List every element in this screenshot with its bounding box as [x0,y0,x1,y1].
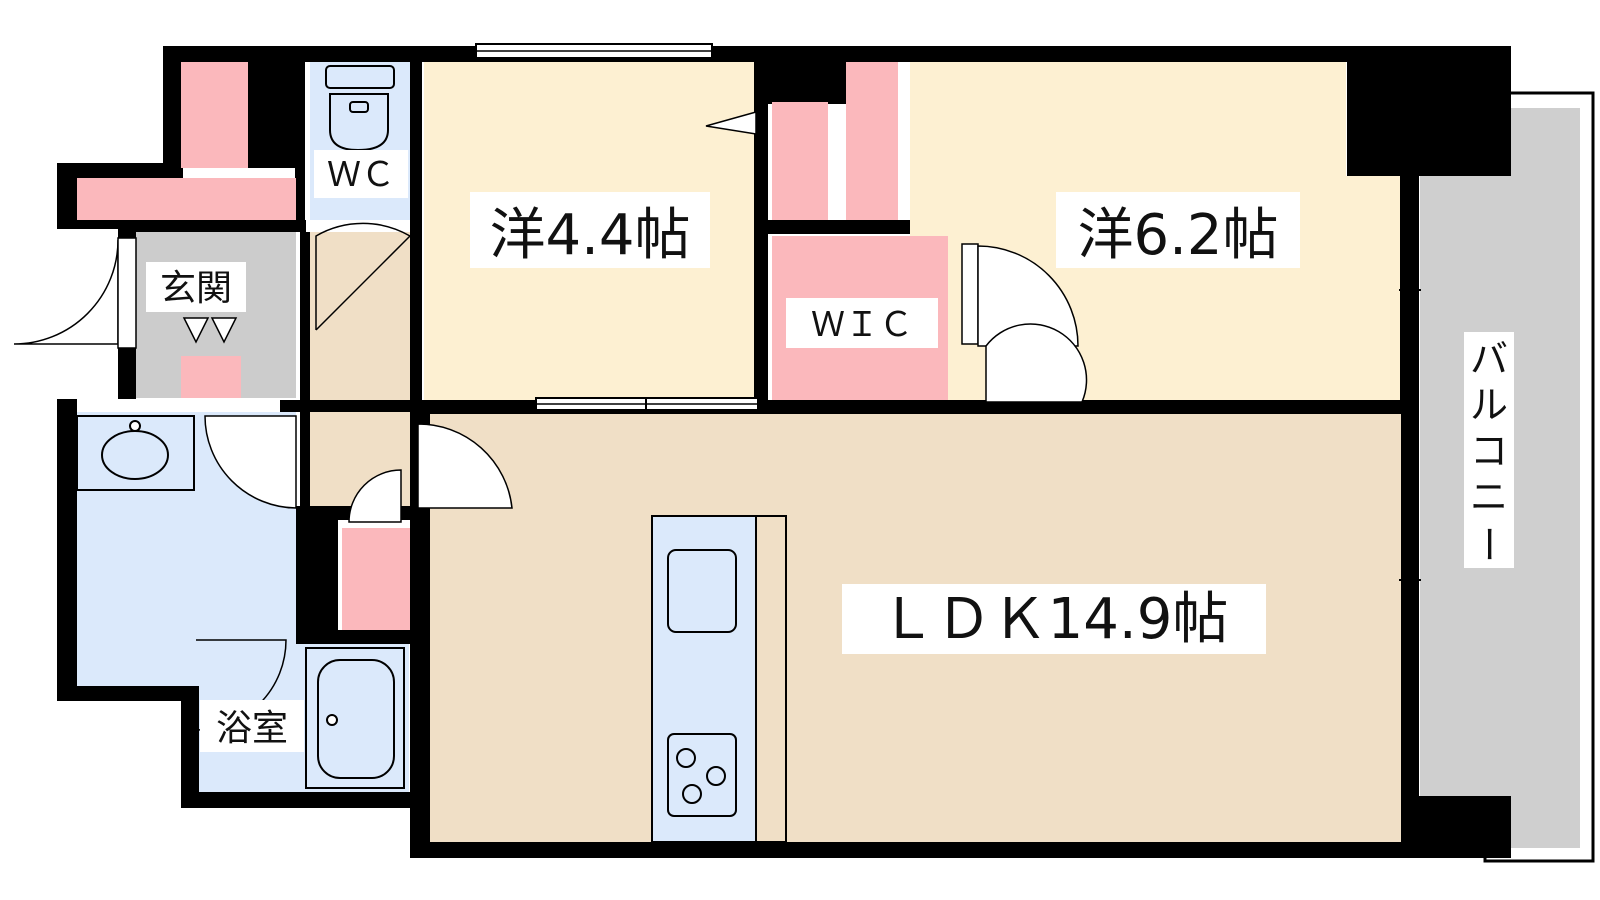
room-label-western-6-2: 洋6.2帖 [1077,203,1278,268]
shoe-cabinet-icon [182,317,238,344]
balcony-char: ニ [1470,475,1508,519]
floor-hall [310,232,410,400]
room-label-wc: ＷＣ [327,155,395,195]
balcony-char: コ [1470,429,1508,473]
room-label-entrance: 玄関 [160,268,232,309]
balcony-char: ー [1466,525,1510,563]
label-backgrounds [146,150,1514,752]
wic-door-opening [961,243,979,345]
balcony [1420,91,1595,863]
sliding-door-bedroom [535,397,759,411]
room-label-balcony: バ ル コ ニ ー [1466,337,1510,563]
room-label-bathroom: 浴室 [216,708,288,749]
sink-icon [667,549,737,633]
balcony-window [1399,228,1421,696]
washbasin-icon [76,415,195,491]
kitchen-counter [651,515,787,843]
floor-western-6-2-ext [1320,176,1400,400]
top-window [475,43,713,59]
bathtub-icon [305,647,405,789]
balcony-char: バ [1470,337,1508,381]
room-label-ldk: ＬＤＫ14.9帖 [880,587,1229,652]
room-label-western-4-4: 洋4.4帖 [489,203,690,268]
door-swings [13,111,1088,731]
balcony-char: ル [1470,383,1508,427]
toilet-icon [325,65,395,152]
room-label-wic: ＷＩＣ [811,305,913,345]
